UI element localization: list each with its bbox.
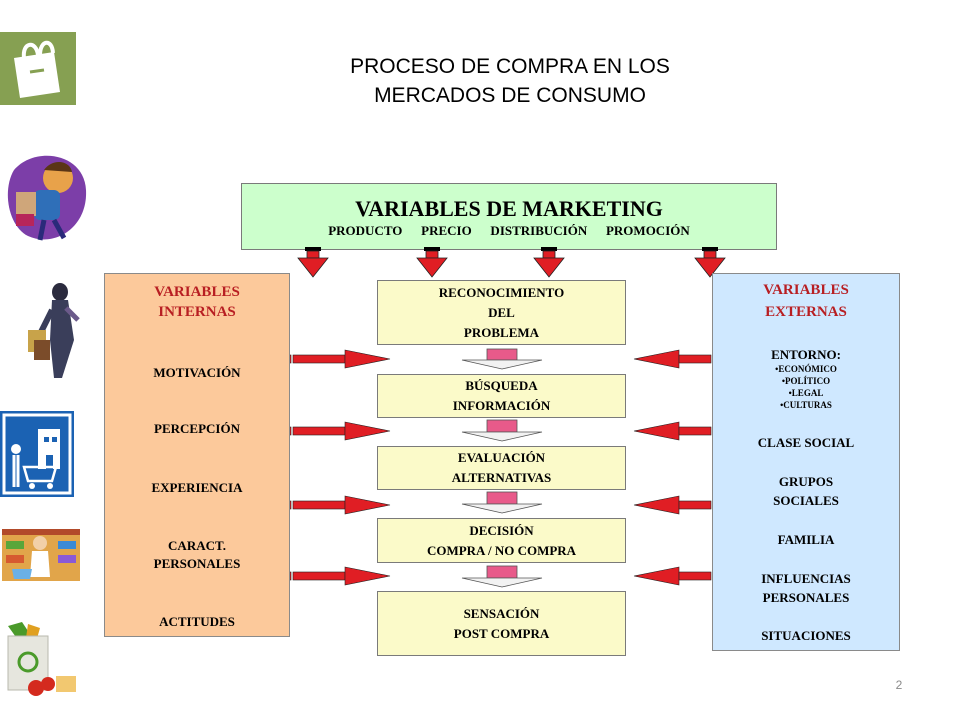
- step-evaluacion-alternativas: EVALUACIÓN ALTERNATIVAS: [377, 446, 626, 490]
- shopping-bag-icon: [0, 32, 76, 105]
- entorno-item-culturas: •CULTURAS: [780, 400, 832, 410]
- step-label: BÚSQUEDA INFORMACIÓN: [452, 378, 551, 413]
- internal-item-actitudes: ACTITUDES: [159, 614, 235, 629]
- step-connector-1: [461, 348, 543, 370]
- step-connector-3: [461, 491, 543, 514]
- external-item-entorno: ENTORNO:: [771, 347, 841, 362]
- step-label: SENSACIÓN POST COMPRA: [453, 605, 550, 641]
- step-label: DECISIÓN COMPRA / NO COMPRA: [426, 522, 577, 558]
- step-connector-2: [461, 419, 543, 442]
- entorno-item-politico: •POLÍTICO: [781, 376, 831, 386]
- step-label: EVALUACIÓN ALTERNATIVAS: [451, 450, 552, 485]
- marketing-variables-heading: VARIABLES DE MARKETING: [355, 196, 663, 221]
- step-busqueda-informacion: BÚSQUEDA INFORMACIÓN: [377, 374, 626, 418]
- grocery-bag-icon: [0, 620, 80, 698]
- step-connector-4: [461, 565, 543, 588]
- marketing-variables-box: VARIABLES DE MARKETING PRODUCTO PRECIO D…: [241, 183, 777, 250]
- marketing-mix-items: PRODUCTO PRECIO DISTRIBUCIÓN PROMOCIÓN: [328, 223, 690, 238]
- external-heading-line-1: VARIABLES: [763, 282, 849, 298]
- fashion-shopper-icon: [22, 280, 84, 380]
- entorno-item-legal: •LEGAL: [788, 388, 824, 398]
- external-item-sociales: SOCIALES: [773, 493, 839, 508]
- internal-item-experiencia: EXPERIENCIA: [151, 480, 243, 495]
- external-item-situaciones: SITUACIONES: [761, 628, 851, 643]
- internal-variables-panel: VARIABLES INTERNAS MOTIVACIÓN PERCEPCIÓN…: [104, 273, 290, 637]
- internal-item-motivacion: MOTIVACIÓN: [153, 365, 241, 380]
- internal-heading-line-2: INTERNAS: [158, 304, 236, 320]
- internal-heading-line-1: VARIABLES: [154, 284, 240, 300]
- page-title: PROCESO DE COMPRA EN LOS MERCADOS DE CON…: [250, 52, 770, 110]
- step-decision-compra: DECISIÓN COMPRA / NO COMPRA: [377, 518, 626, 563]
- external-item-familia: FAMILIA: [777, 532, 835, 547]
- down-arrow-precio: [416, 247, 448, 278]
- internal-item-personales: PERSONALES: [153, 556, 241, 571]
- right-arrow-internal-2: [278, 421, 391, 441]
- supermarket-sign-icon: [0, 411, 74, 497]
- external-item-grupos: GRUPOS: [778, 474, 834, 489]
- page-number: 2: [895, 678, 903, 692]
- down-arrow-distribucion: [533, 247, 565, 278]
- grocery-store-icon: [2, 521, 82, 583]
- down-arrow-producto: [297, 247, 329, 278]
- right-arrow-internal-1: [278, 349, 391, 369]
- internal-item-caract: CARACT.: [168, 538, 226, 553]
- external-item-personales: PERSONALES: [762, 590, 850, 605]
- title-line-2: MERCADOS DE CONSUMO: [374, 84, 646, 107]
- shopper-cartoon-icon: [4, 150, 90, 246]
- right-arrow-internal-3: [278, 495, 391, 515]
- external-heading-line-2: EXTERNAS: [765, 304, 847, 320]
- external-item-clase-social: CLASE SOCIAL: [757, 435, 855, 450]
- title-line-1: PROCESO DE COMPRA EN LOS: [350, 55, 670, 78]
- external-item-influencias: INFLUENCIAS: [761, 571, 851, 586]
- step-label: RECONOCIMIENTO DEL PROBLEMA: [438, 284, 565, 340]
- step-sensacion-post-compra: SENSACIÓN POST COMPRA: [377, 591, 626, 656]
- right-arrow-internal-4: [278, 566, 391, 586]
- internal-item-percepcion: PERCEPCIÓN: [154, 421, 240, 436]
- step-reconocimiento-problema: RECONOCIMIENTO DEL PROBLEMA: [377, 280, 626, 345]
- external-variables-panel: VARIABLES EXTERNAS ENTORNO: •ECONÓMICO •…: [712, 273, 900, 651]
- entorno-item-economico: •ECONÓMICO: [775, 364, 837, 374]
